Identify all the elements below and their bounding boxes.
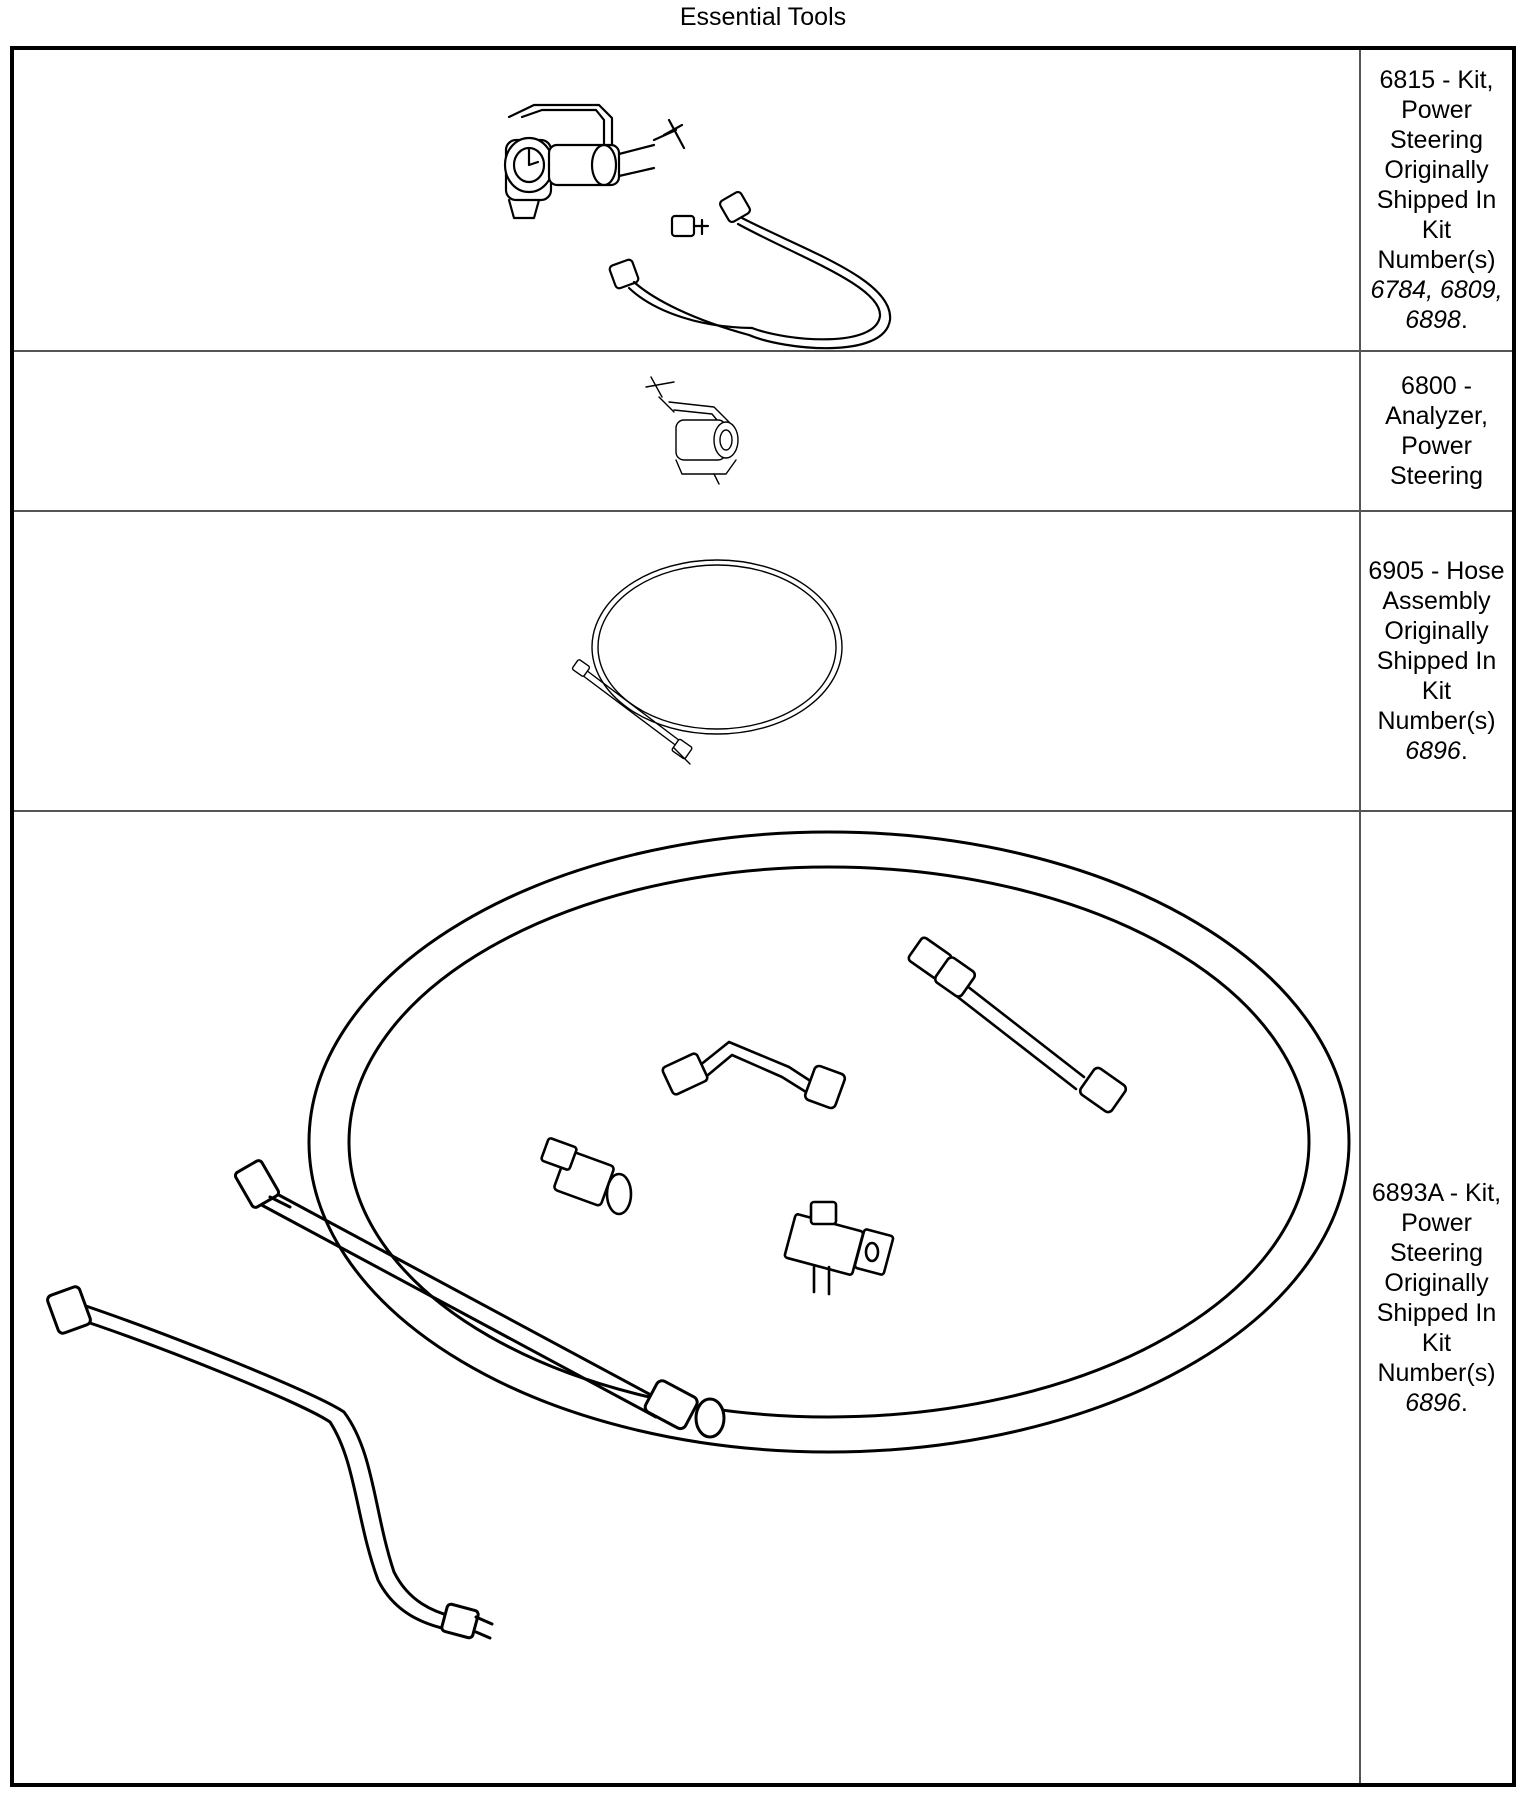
tool-kit-suffix: . (1460, 737, 1468, 765)
tool-image-cell (14, 352, 1361, 510)
tool-label: 6815 - Kit, Power Steering Originally Sh… (1376, 66, 1497, 274)
tool-kit-suffix: . (1460, 306, 1468, 334)
page-title: Essential Tools (679, 3, 847, 31)
tool-kit-numbers: 6896 (1405, 737, 1461, 765)
tool-description-cell: 6815 - Kit, Power Steering Originally Sh… (1361, 50, 1512, 350)
tool-kit-numbers: 6784, 6809, 6898 (1370, 276, 1503, 334)
tool-row-6905: 6905 - Hose Assembly Originally Shipped … (14, 510, 1512, 810)
hose-assembly-illustration (571, 559, 843, 765)
tool-description-cell: 6893A - Kit, Power Steering Originally S… (1361, 812, 1512, 1783)
power-steering-kit-6893a-illustration (46, 830, 1351, 1640)
tool-label: 6905 - Hose Assembly Originally Shipped … (1368, 557, 1505, 735)
tool-kit-numbers: 6896 (1405, 1388, 1461, 1417)
tool-row-6893a: 6893A - Kit, Power Steering Originally S… (14, 810, 1512, 1783)
essential-tools-table: 6815 - Kit, Power Steering Originally Sh… (10, 46, 1516, 1787)
power-steering-kit-illustration (503, 103, 892, 350)
tool-label: 6800 - Analyzer, Power Steering (1385, 372, 1488, 490)
tool-row-6815: 6815 - Kit, Power Steering Originally Sh… (14, 50, 1512, 350)
tool-row-6800: 6800 - Analyzer, Power Steering (14, 350, 1512, 510)
tool-description-cell: 6905 - Hose Assembly Originally Shipped … (1361, 512, 1512, 810)
tool-image-cell (14, 812, 1361, 1783)
power-steering-analyzer-illustration (645, 376, 739, 485)
tool-image-cell (14, 512, 1361, 810)
tool-description-cell: 6800 - Analyzer, Power Steering (1361, 352, 1512, 510)
tool-kit-suffix: . (1460, 1388, 1468, 1417)
tool-label: 6893A - Kit, Power Steering Originally S… (1371, 1178, 1502, 1387)
tool-image-cell (14, 50, 1361, 350)
